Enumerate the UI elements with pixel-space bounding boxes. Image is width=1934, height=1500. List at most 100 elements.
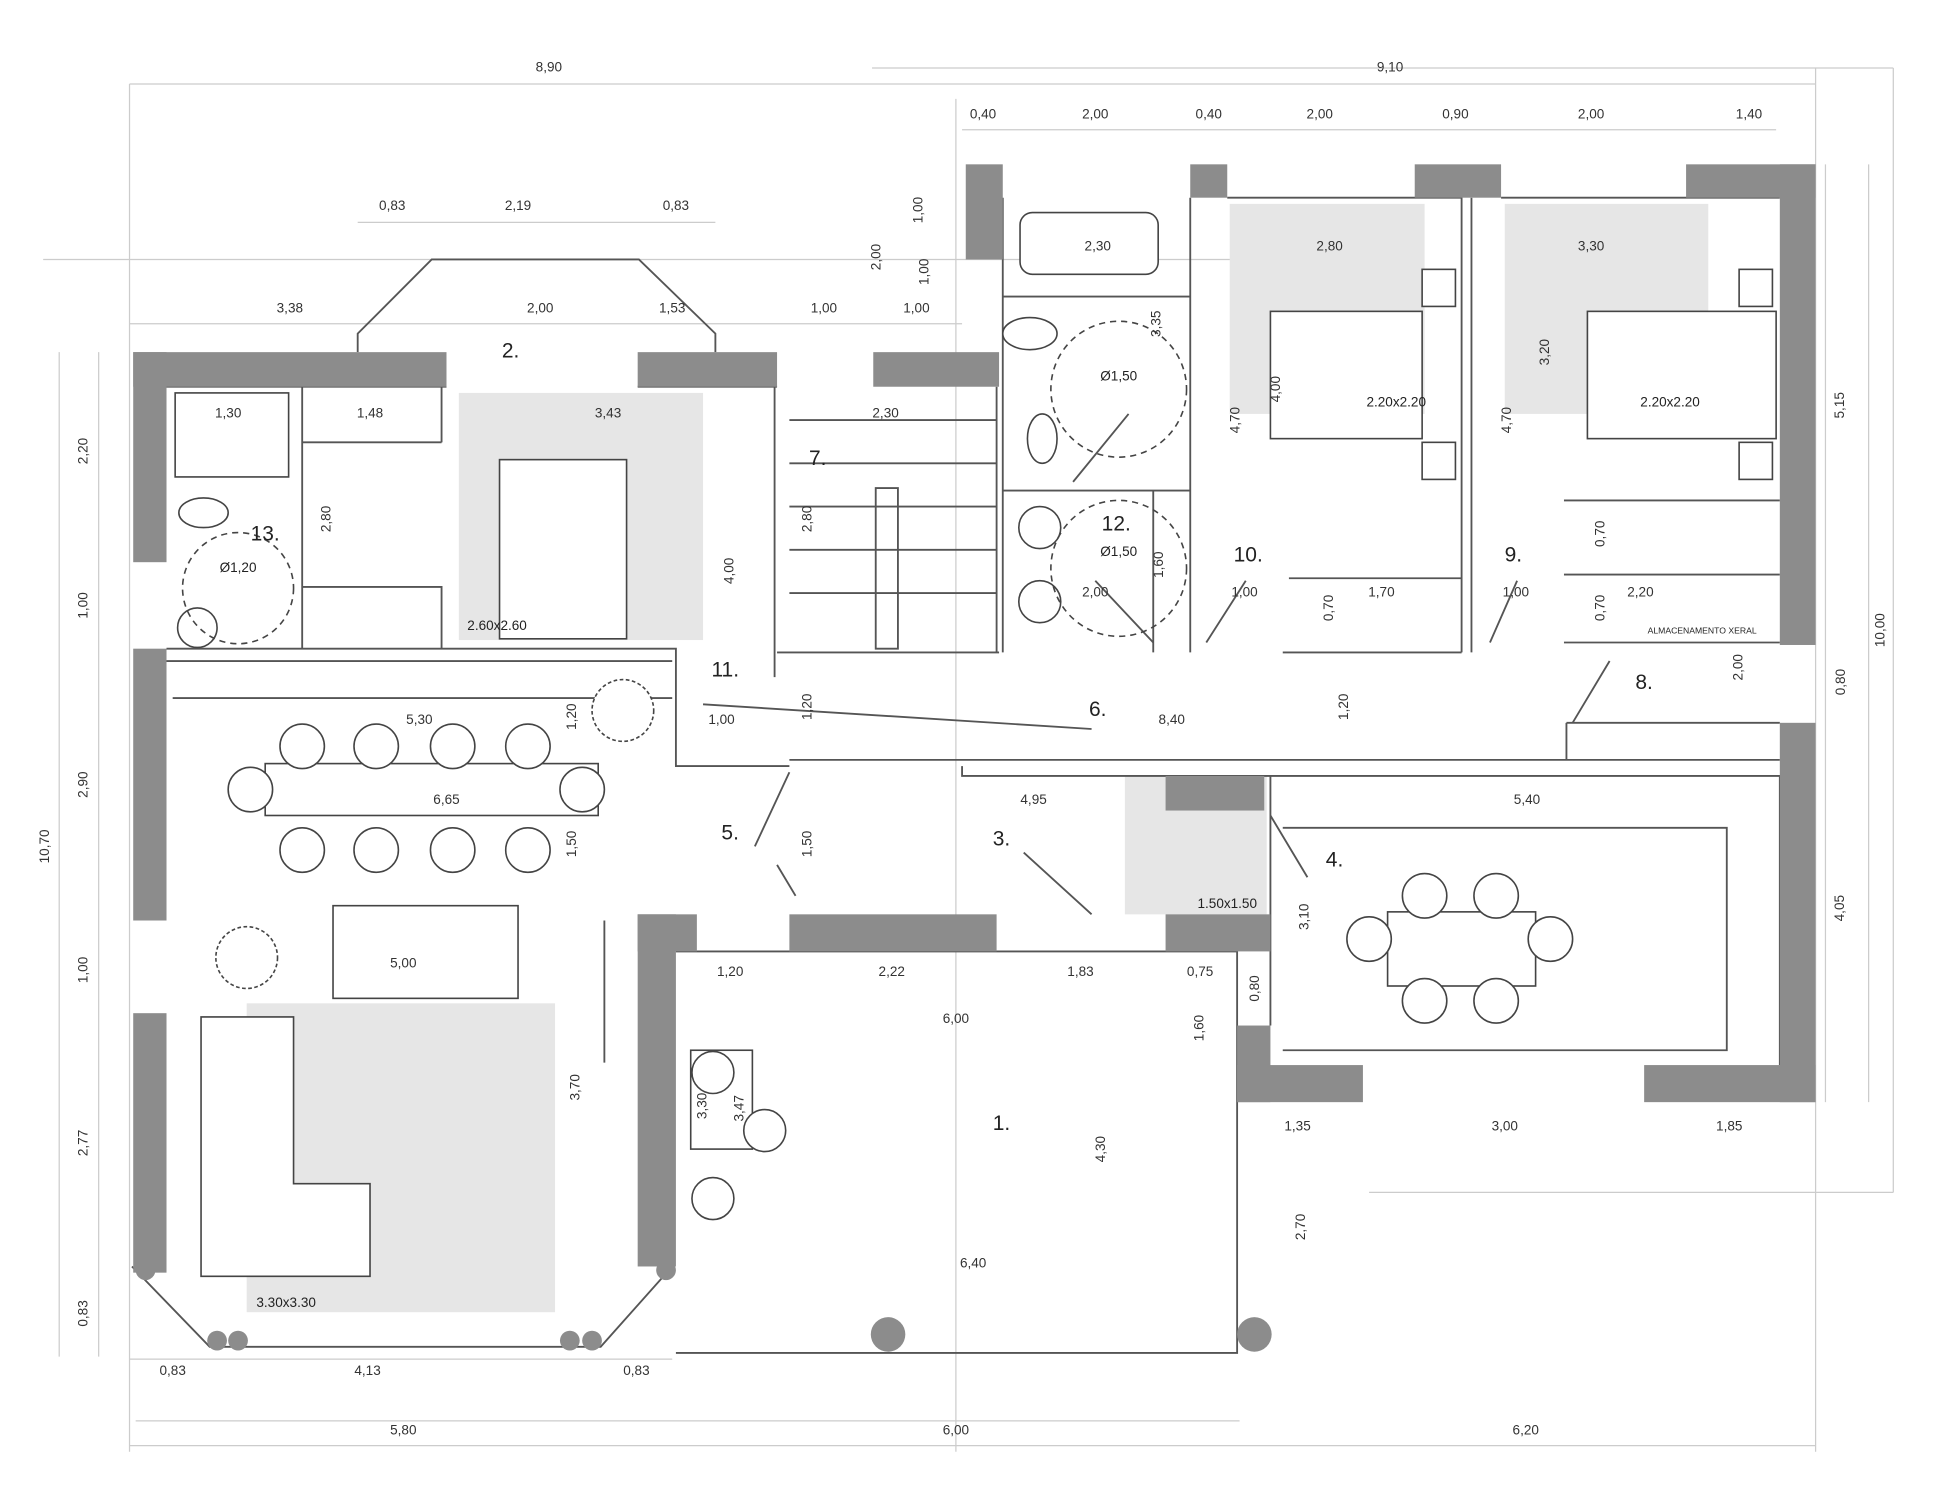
- dimension-label: 1,53: [659, 300, 685, 315]
- dimension-label: 1,20: [564, 703, 579, 730]
- dimension-label: 3,47: [732, 1095, 747, 1121]
- area-label: 3.30x3.30: [256, 1295, 316, 1310]
- dimension-label: 1,85: [1716, 1118, 1742, 1133]
- storage-label: ALMACENAMENTO XERAL: [1648, 626, 1757, 636]
- washbasin: [176, 607, 218, 649]
- plant: [215, 925, 279, 990]
- area-label: 2.60x2.60: [467, 618, 527, 633]
- dimension-label: 1,00: [811, 300, 838, 315]
- area-label: Ø1,50: [1100, 544, 1137, 559]
- area-label: Ø1,20: [220, 560, 257, 575]
- dimension-label: 5,15: [1832, 392, 1847, 418]
- room-number: 12.: [1102, 513, 1131, 536]
- dimension-label: 4,05: [1832, 895, 1847, 921]
- dimension-label: 6,00: [943, 1422, 970, 1437]
- room-number: 9.: [1505, 544, 1522, 567]
- dimension-label: 1,48: [357, 405, 383, 420]
- dimension-label: 0,83: [75, 1300, 90, 1326]
- dimension-label: 5,00: [390, 955, 417, 970]
- dimension-label: 1,00: [75, 592, 90, 619]
- dimension-label: 0,70: [1593, 520, 1608, 547]
- dimension-label: 0,70: [1321, 594, 1336, 621]
- dimension-label: 1,30: [215, 405, 242, 420]
- dimension-label: 5,80: [390, 1422, 417, 1437]
- area-label: 2.20x2.20: [1366, 394, 1426, 409]
- dimension-label: 4,30: [1093, 1135, 1108, 1162]
- dimension-label: 1,00: [1231, 585, 1258, 600]
- dimension-label: 2,20: [75, 437, 90, 464]
- dimension-label: 2,22: [879, 964, 905, 979]
- shower-tray: [174, 392, 290, 478]
- dimension-label: 2,80: [799, 505, 814, 532]
- dimension-label: 10,00: [1873, 613, 1888, 647]
- dimension-label: 4,13: [354, 1363, 380, 1378]
- dimension-label: 4,70: [1227, 406, 1242, 433]
- dimension-label: 6,20: [1513, 1422, 1540, 1437]
- toilet: [1001, 316, 1058, 351]
- dimension-label: 2,80: [1316, 239, 1343, 254]
- dimension-label: 1,50: [799, 830, 814, 857]
- dimension-label: 4,00: [1268, 376, 1283, 403]
- room-number: 1.: [993, 1112, 1010, 1135]
- dimension-label: 6,00: [943, 1011, 970, 1026]
- room-number: 13.: [251, 523, 280, 546]
- dimension-label: 3,00: [1492, 1118, 1519, 1133]
- room-number: 10.: [1234, 544, 1263, 567]
- dimension-label: 0,40: [970, 106, 997, 121]
- toilet: [1026, 413, 1058, 465]
- plant: [591, 678, 655, 743]
- room-number: 7.: [809, 447, 826, 470]
- dimension-label: 2,00: [527, 300, 554, 315]
- sofa: [332, 904, 519, 1000]
- dimension-label: 1,20: [799, 693, 814, 720]
- area-label: 1.50x1.50: [1197, 896, 1257, 911]
- dimension-label: 10,70: [37, 829, 52, 863]
- dimension-label: 1,60: [1192, 1014, 1207, 1041]
- sectional-sofa: [200, 1016, 371, 1278]
- bed: [498, 458, 628, 640]
- dimension-label: 8,40: [1159, 712, 1186, 727]
- room-number: 11.: [711, 658, 739, 681]
- dimension-label: 1,20: [717, 964, 744, 979]
- room-number: 5.: [721, 822, 738, 845]
- bathtub: [1019, 211, 1159, 276]
- dimension-label: 0,83: [623, 1363, 649, 1378]
- dimension-label: 2,77: [75, 1130, 90, 1156]
- dimension-label: 0,80: [1833, 668, 1848, 695]
- dimension-label: 2,30: [1085, 239, 1112, 254]
- dimension-label: 2,90: [75, 771, 90, 798]
- dimension-label: 0,75: [1187, 964, 1213, 979]
- furniture: [174, 211, 1777, 1278]
- dimension-label: 6,65: [433, 792, 459, 807]
- dimension-label: 1,00: [910, 196, 925, 223]
- dimension-label: 1,00: [75, 956, 90, 983]
- toilet: [178, 497, 229, 529]
- dimension-label: 2,30: [872, 405, 899, 420]
- dimension-label: 2,00: [1082, 106, 1109, 121]
- columns: [135, 1260, 1272, 1352]
- bed: [1586, 310, 1777, 440]
- dimension-label: 3,30: [1578, 239, 1605, 254]
- dimension-label: 2,20: [1627, 585, 1654, 600]
- dimension-label: 3,43: [595, 405, 621, 420]
- dimension-label: 9,10: [1377, 60, 1404, 75]
- dimension-label: 3,35: [1149, 311, 1164, 337]
- room-number: 3.: [993, 828, 1010, 851]
- dimension-label: 1,00: [917, 258, 932, 285]
- dining-table: [264, 762, 600, 817]
- rugs: [246, 203, 1709, 1313]
- dimension-label: 1,35: [1284, 1118, 1310, 1133]
- dimension-label: 1,00: [903, 300, 930, 315]
- dimension-label: 5,40: [1514, 792, 1541, 807]
- dining-table: [1386, 911, 1537, 987]
- walls: [133, 164, 1816, 1273]
- dimension-label: 4,70: [1499, 406, 1514, 433]
- dimension-label: 2,70: [1293, 1213, 1308, 1240]
- dimension-label: 1,00: [708, 712, 735, 727]
- dimension-label: 2,00: [1731, 654, 1746, 681]
- dimension-label: 0,83: [663, 198, 689, 213]
- room-number: 8.: [1635, 671, 1652, 694]
- dimension-label: 1,40: [1736, 106, 1763, 121]
